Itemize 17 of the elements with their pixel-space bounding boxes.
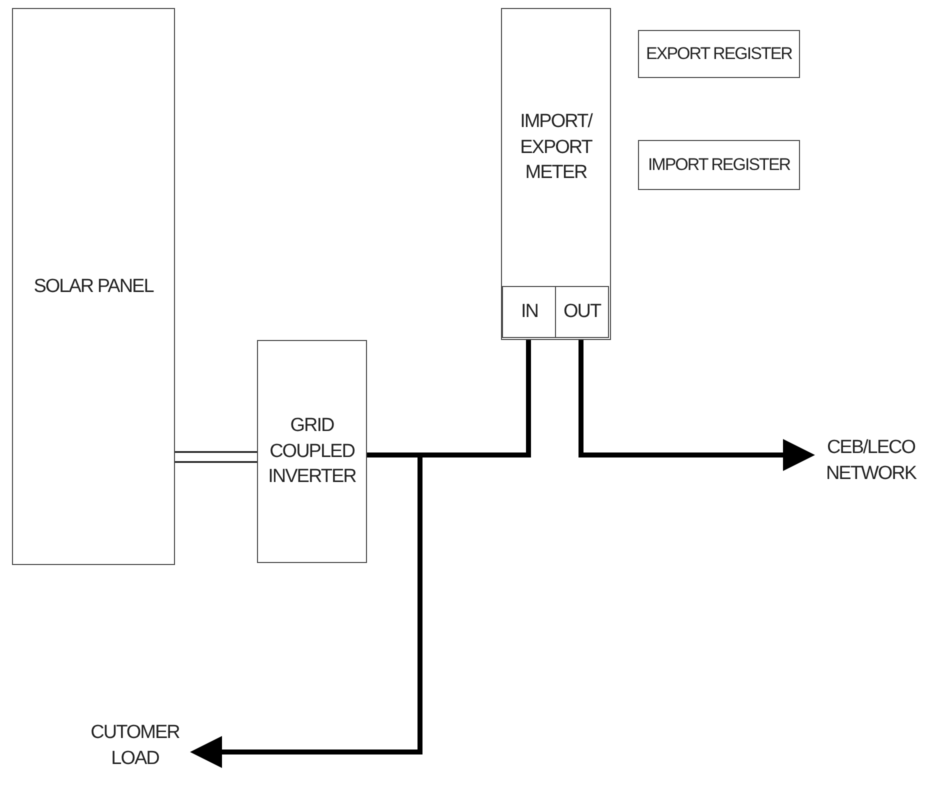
endpoint-label: CEB/LECO NETWORK (824, 436, 918, 486)
box-label: OUT (563, 300, 601, 324)
box-label: SOLAR PANEL (34, 274, 154, 299)
block-box (501, 8, 611, 340)
block-box (12, 8, 175, 565)
endpoint-label: CUTOMER LOAD (90, 721, 180, 771)
block-box (257, 340, 367, 563)
block-box (555, 286, 609, 338)
block-box (638, 30, 800, 78)
double-cable (174, 451, 258, 463)
box-label: GRID COUPLED INVERTER (267, 414, 357, 490)
box-label: IMPORT REGISTER (648, 154, 790, 176)
block-box (502, 286, 557, 338)
box-label: IN (521, 300, 538, 324)
block-box (638, 140, 800, 190)
box-label: IMPORT/ EXPORT METER (519, 110, 594, 186)
box-label: EXPORT REGISTER (646, 42, 792, 65)
